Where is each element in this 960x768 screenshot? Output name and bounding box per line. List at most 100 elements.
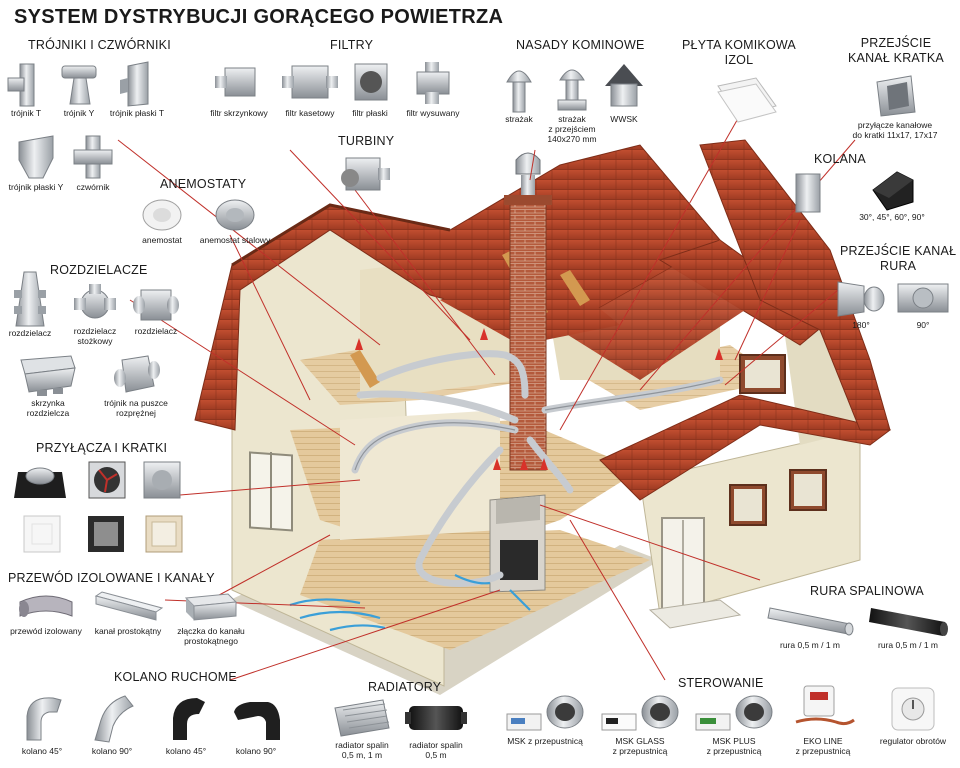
product-rura-czarna[interactable]: rura 0,5 m / 1 m: [860, 600, 956, 650]
chimney-hood-icon: [605, 64, 643, 107]
product-trojnik-plaski-t[interactable]: trójnik płaski T: [104, 58, 170, 118]
product-label: MSK GLASS z przepustnicą: [612, 736, 668, 756]
product-kratka-czarna[interactable]: [82, 512, 130, 556]
section-heading-trojniki: TRÓJNIKI I CZWÓRNIKI: [28, 38, 171, 52]
product-filtr-skrzynkowy[interactable]: filtr skrzynkowy: [204, 58, 274, 118]
product-strazak[interactable]: strażak: [494, 58, 544, 124]
section-heading-przylacza: PRZYŁĄCZA I KRATKI: [36, 441, 168, 455]
product-kolano-czarne[interactable]: 30°, 45°, 60°, 90°: [832, 170, 952, 222]
product-strazak-z-przejsciem[interactable]: strażak z przejściem 140x270 mm: [540, 58, 604, 144]
product-radiator-czarny[interactable]: radiator spalin 0,5 m: [400, 696, 472, 760]
white-grille-icon: [23, 515, 61, 553]
product-skrzynka-rozdzielcza[interactable]: skrzynka rozdzielcza: [10, 352, 86, 418]
insulation-board-icon: [717, 77, 777, 123]
product-msk[interactable]: MSK z przepustnicą: [500, 692, 590, 746]
product-label: filtr kasetowy: [285, 108, 335, 118]
product-msk-plus[interactable]: MSK PLUS z przepustnicą: [688, 692, 780, 756]
section-heading-kolana: KOLANA: [814, 152, 866, 166]
product-radiator-stalowy[interactable]: radiator spalin 0,5 m, 1 m: [326, 696, 398, 760]
box-filter-icon: [215, 67, 256, 97]
steel-flue-pipe-icon: [767, 607, 854, 636]
adjustable-elbow-icon: [26, 697, 62, 741]
product-trojnik-t[interactable]: trójnik T: [4, 58, 48, 118]
product-kolano-45-stal[interactable]: kolano 45°: [12, 690, 72, 756]
product-filtr-plaski[interactable]: filtr płaski: [344, 58, 396, 118]
chimney-cowl-adapter-icon: [557, 69, 587, 111]
product-rura-stalowa[interactable]: rura 0,5 m / 1 m: [758, 600, 862, 650]
slide-filter-icon: [416, 62, 450, 104]
product-filtr-wysuwany[interactable]: filtr wysuwany: [400, 58, 466, 118]
product-przylacze-czarne[interactable]: [12, 458, 68, 502]
product-label: trójnik na puszce rozprężnej: [104, 398, 168, 418]
product-kratka-biala[interactable]: [18, 512, 66, 556]
product-label: kolano 45°: [21, 746, 63, 756]
product-label: strażak: [505, 114, 533, 124]
product-regulator-obrotow[interactable]: regulator obrotów: [870, 682, 956, 746]
product-label: anemostat: [142, 235, 182, 245]
product-kolano-szare[interactable]: [790, 170, 830, 216]
product-label: rozdzielacz: [134, 326, 178, 336]
product-label: rura 0,5 m / 1 m: [780, 640, 840, 650]
product-label: trójnik płaski T: [109, 108, 165, 118]
plenum-tee-icon: [114, 355, 160, 393]
black-elbow-icon: [872, 171, 914, 211]
product-trojnik-plaski-y[interactable]: trójnik płaski Y: [4, 132, 68, 192]
product-kratka-wentylator[interactable]: [82, 458, 132, 502]
product-rozdzielacz-2[interactable]: rozdzielacz: [128, 282, 184, 336]
product-kanal-prostokatny[interactable]: kanał prostokątny: [88, 588, 168, 636]
tee-pipe-icon: [7, 63, 35, 107]
product-label: kolano 90°: [91, 746, 133, 756]
product-anemostat[interactable]: anemostat: [134, 195, 190, 245]
product-msk-glass[interactable]: MSK GLASS z przepustnicą: [594, 692, 686, 756]
product-eko-line[interactable]: EKO LINE z przepustnicą: [780, 682, 866, 756]
product-trojnik-y[interactable]: trójnik Y: [54, 58, 104, 118]
product-kolano-90-stal[interactable]: kolano 90°: [82, 690, 142, 756]
product-kratka-drewniana[interactable]: [140, 512, 188, 556]
product-label: rura 0,5 m / 1 m: [878, 640, 938, 650]
duct-coupler-icon: [184, 593, 238, 621]
product-przejscie-90[interactable]: 90°: [892, 276, 954, 330]
product-przylacze-kanalowe[interactable]: przyłącze kanałowe do kratki 11x17, 17x1…: [836, 72, 954, 140]
plus-controller-damper-icon: [695, 695, 773, 731]
product-przylacze-kwadratowe[interactable]: [140, 458, 184, 502]
product-przewod-izolowany[interactable]: przewód izolowany: [6, 588, 86, 636]
product-czwornik[interactable]: czwórnik: [68, 132, 118, 192]
controller-damper-icon: [506, 695, 584, 731]
product-label: MSK z przepustnicą: [507, 736, 583, 746]
product-label: 90°: [916, 320, 930, 330]
product-label: WWSK: [610, 114, 638, 124]
product-przejscie-180[interactable]: 180°: [832, 276, 890, 330]
product-turbina[interactable]: [338, 152, 394, 198]
grille-connector-icon: [876, 75, 916, 117]
product-label: rozdzielacz stożkowy: [73, 326, 117, 346]
square-collar-icon: [143, 461, 181, 499]
section-heading-turbiny: TURBINY: [338, 134, 395, 148]
product-label: złączka do kanału prostokątnego: [177, 626, 245, 646]
product-label: filtr wysuwany: [406, 108, 460, 118]
product-filtr-kasetowy[interactable]: filtr kasetowy: [278, 58, 342, 118]
product-kolano-45-czarne[interactable]: kolano 45°: [156, 690, 216, 756]
product-label: filtr skrzynkowy: [210, 108, 268, 118]
section-heading-przewod: PRZEWÓD IZOLOWANE I KANAŁY: [8, 571, 215, 585]
eko-line-controller-icon: [795, 685, 855, 726]
product-label: 30°, 45°, 60°, 90°: [859, 212, 925, 222]
product-rozdzielacz-stozkowy[interactable]: rozdzielacz stożkowy: [62, 282, 128, 346]
product-label: filtr płaski: [352, 108, 388, 118]
product-label: trójnik Y: [63, 108, 95, 118]
conical-manifold-icon: [74, 284, 116, 319]
product-trojnik-puszka[interactable]: trójnik na puszce rozprężnej: [88, 352, 184, 418]
box-manifold-icon: [133, 289, 179, 321]
speed-regulator-icon: [891, 687, 935, 731]
section-heading-sterowanie: STEROWANIE: [678, 676, 764, 690]
product-zlaczka-kanalu[interactable]: złączka do kanału prostokątnego: [166, 588, 256, 646]
product-plyta-izol[interactable]: [712, 76, 782, 126]
product-kolano-90-czarne[interactable]: kolano 90°: [226, 690, 286, 756]
product-wwsk[interactable]: WWSK: [598, 58, 650, 124]
section-heading-rura-spalinowa: RURA SPALINOWA: [810, 584, 924, 598]
product-anemostat-stalowy[interactable]: anemostat stalowy: [194, 195, 276, 245]
section-heading-radiatory: RADIATORY: [368, 680, 442, 694]
duct-transition-90-icon: [897, 283, 949, 313]
product-label: przewód izolowany: [10, 626, 82, 636]
product-rozdzielacz-1[interactable]: rozdzielacz: [2, 270, 58, 338]
section-heading-przejscie-rura: PRZEJŚCIE KANAŁ RURA: [840, 244, 957, 273]
